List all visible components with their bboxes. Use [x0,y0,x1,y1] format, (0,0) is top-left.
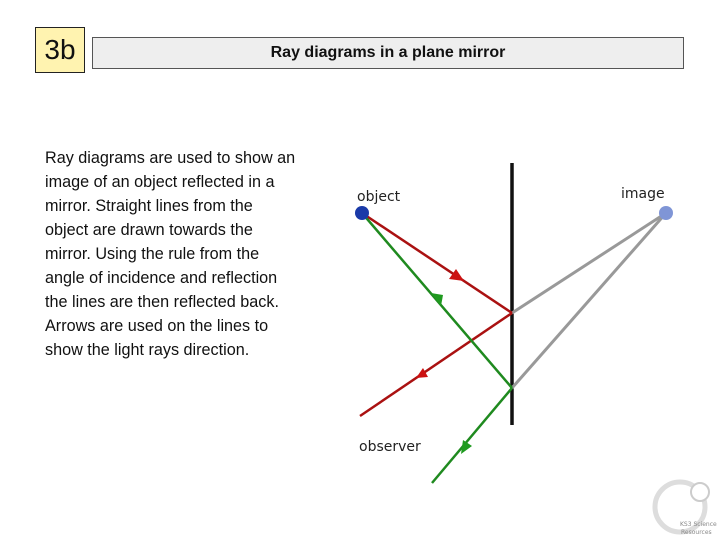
red-arrow-reflected [416,368,428,378]
virtual-ray-lower [510,212,668,389]
slide-title: Ray diagrams in a plane mirror [92,37,684,69]
slide-number-badge: 3b [35,27,85,73]
object-label: object [357,189,401,205]
green-arrow-reflected [461,440,472,454]
logo-line1: KS3 Science [680,521,717,528]
observer-label: observer [359,439,421,455]
red-incident-ray [361,211,513,315]
green-arrow-incident [431,293,443,306]
red-arrow-incident [449,269,464,281]
green-reflected-ray [431,387,513,484]
image-dot [659,206,673,220]
red-reflected-ray [359,311,513,418]
logo-line2: Resources [681,529,712,536]
virtual-ray-upper [511,211,667,315]
image-label: image [621,186,665,202]
ks3-logo: KS3 Science Resources [652,479,717,536]
body-text: Ray diagrams are used to show an image o… [45,149,296,359]
object-dot [355,206,369,220]
